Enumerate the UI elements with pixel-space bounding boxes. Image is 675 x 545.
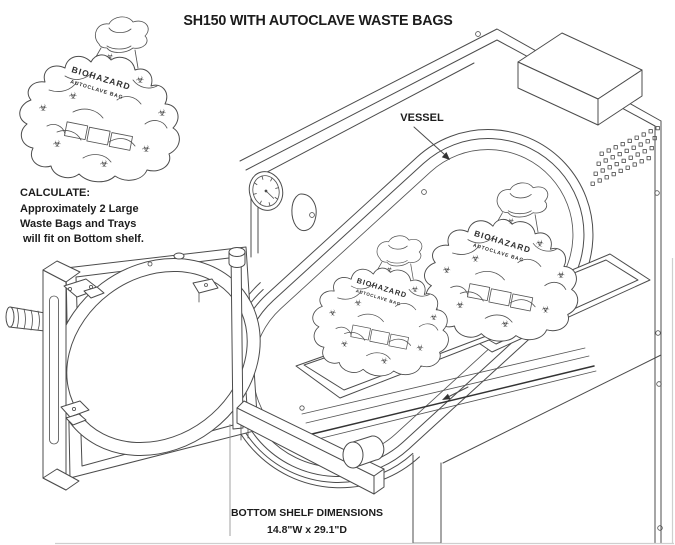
gauge-ticks	[253, 175, 279, 207]
door-handle	[5, 306, 46, 332]
roof-screw	[475, 31, 481, 37]
frame-screw	[147, 261, 153, 267]
machine-body	[239, 28, 663, 544]
slide-arrowhead	[442, 393, 451, 400]
note-line: Approximately 2 Large	[20, 203, 139, 215]
front-bottom-edge	[442, 354, 662, 464]
vessel-shelf-sill	[301, 347, 597, 441]
top-control-box	[517, 32, 643, 126]
chamber-hole	[299, 405, 305, 411]
door-assembly	[5, 246, 261, 491]
chamber-hole	[421, 189, 427, 195]
bottom-shelf-dimensions: BOTTOM SHELF DIMENSIONS 14.8"W x 29.1"D	[231, 507, 383, 536]
side-screw	[655, 330, 661, 336]
shelf-rail	[236, 400, 385, 495]
note-line: CALCULATE:	[20, 187, 90, 199]
bottom-shelf-dim-value: 14.8"W x 29.1"D	[267, 524, 347, 536]
front-panel-top-edge	[251, 62, 475, 181]
gauge-needle	[265, 190, 275, 199]
pressure-gauge	[248, 171, 284, 211]
note-line: will fit on Bottom shelf.	[22, 233, 144, 245]
note-line: Waste Bags and Trays	[20, 218, 136, 230]
lock-pin	[173, 252, 185, 260]
vessel-arrow	[413, 126, 445, 155]
side-screw	[654, 190, 660, 196]
trays-and-bags	[295, 182, 651, 399]
door-hinge-top	[63, 278, 105, 299]
bottom-shelf	[236, 400, 385, 495]
door-latch	[192, 278, 219, 303]
door-stile	[42, 260, 81, 491]
vessel-callout: VESSEL	[400, 112, 450, 160]
bottom-shelf-dim-title: BOTTOM SHELF DIMENSIONS	[231, 507, 383, 519]
panel-recess	[291, 193, 317, 232]
hinge-rod	[230, 248, 244, 430]
side-screw	[657, 525, 663, 531]
calculate-note: CALCULATE: Approximately 2 Large Waste B…	[20, 187, 144, 245]
diagram-title: SH150 WITH AUTOCLAVE WASTE BAGS	[183, 13, 452, 29]
door-hinge-bottom	[60, 400, 90, 426]
vessel-arrowhead	[441, 152, 450, 160]
annotations: SH150 WITH AUTOCLAVE WASTE BAGS CALCULAT…	[20, 13, 469, 536]
slide-arrow	[442, 386, 469, 400]
hinge-pin-top	[228, 247, 246, 257]
chamber-hole	[309, 212, 315, 218]
vent-grid	[590, 125, 660, 186]
vessel-label: VESSEL	[400, 112, 444, 124]
waste-bag-sample	[19, 16, 180, 183]
shelf-knob	[342, 435, 385, 469]
side-screw	[656, 381, 662, 387]
